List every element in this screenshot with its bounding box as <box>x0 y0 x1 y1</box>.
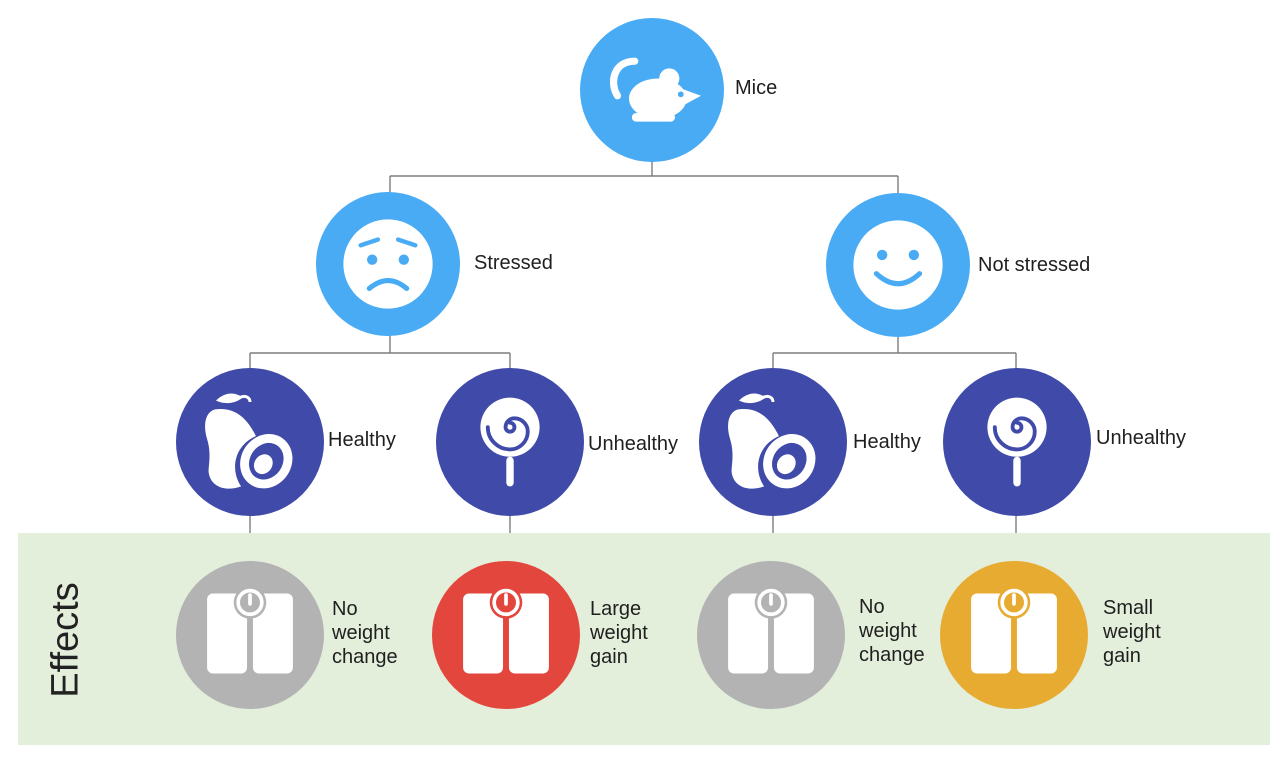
not-stressed-node <box>826 193 970 337</box>
healthy-label-right: Healthy <box>853 431 921 453</box>
effects-title: Effects <box>44 582 87 698</box>
scale-icon <box>971 586 1057 674</box>
mice-label: Mice <box>735 77 778 99</box>
effect-label-3: No weight change <box>859 596 925 666</box>
avocado-icon <box>728 393 816 489</box>
smiley-face-icon <box>853 220 943 310</box>
effect-label-4: Small weight gain <box>1103 597 1161 667</box>
worried-face-icon <box>343 219 433 309</box>
healthy-diet-node <box>699 368 847 516</box>
scale-icon <box>463 586 549 674</box>
scale-icon <box>728 586 814 674</box>
unhealthy-diet-node <box>943 368 1091 516</box>
effect-label-2: Large weight gain <box>590 598 648 668</box>
scale-icon <box>207 586 293 674</box>
mouse-icon <box>610 57 701 122</box>
unhealthy-label-left: Unhealthy <box>588 433 679 455</box>
mice-node <box>580 18 724 162</box>
effect-no-weight-change-node <box>697 561 845 709</box>
unhealthy-diet-node <box>436 368 584 516</box>
stressed-node <box>316 192 460 336</box>
healthy-diet-node <box>176 368 324 516</box>
not-stressed-label: Not stressed <box>978 254 1091 276</box>
healthy-label-left: Healthy <box>328 429 396 451</box>
effect-label-1: No weight change <box>332 598 398 668</box>
lollipop-icon <box>987 397 1047 487</box>
lollipop-icon <box>480 397 540 487</box>
effect-large-weight-gain-node <box>432 561 580 709</box>
stressed-label: Stressed <box>474 252 553 274</box>
effect-small-weight-gain-node <box>940 561 1088 709</box>
unhealthy-label-right: Unhealthy <box>1096 427 1187 449</box>
effect-no-weight-change-node <box>176 561 324 709</box>
avocado-icon <box>205 393 293 489</box>
